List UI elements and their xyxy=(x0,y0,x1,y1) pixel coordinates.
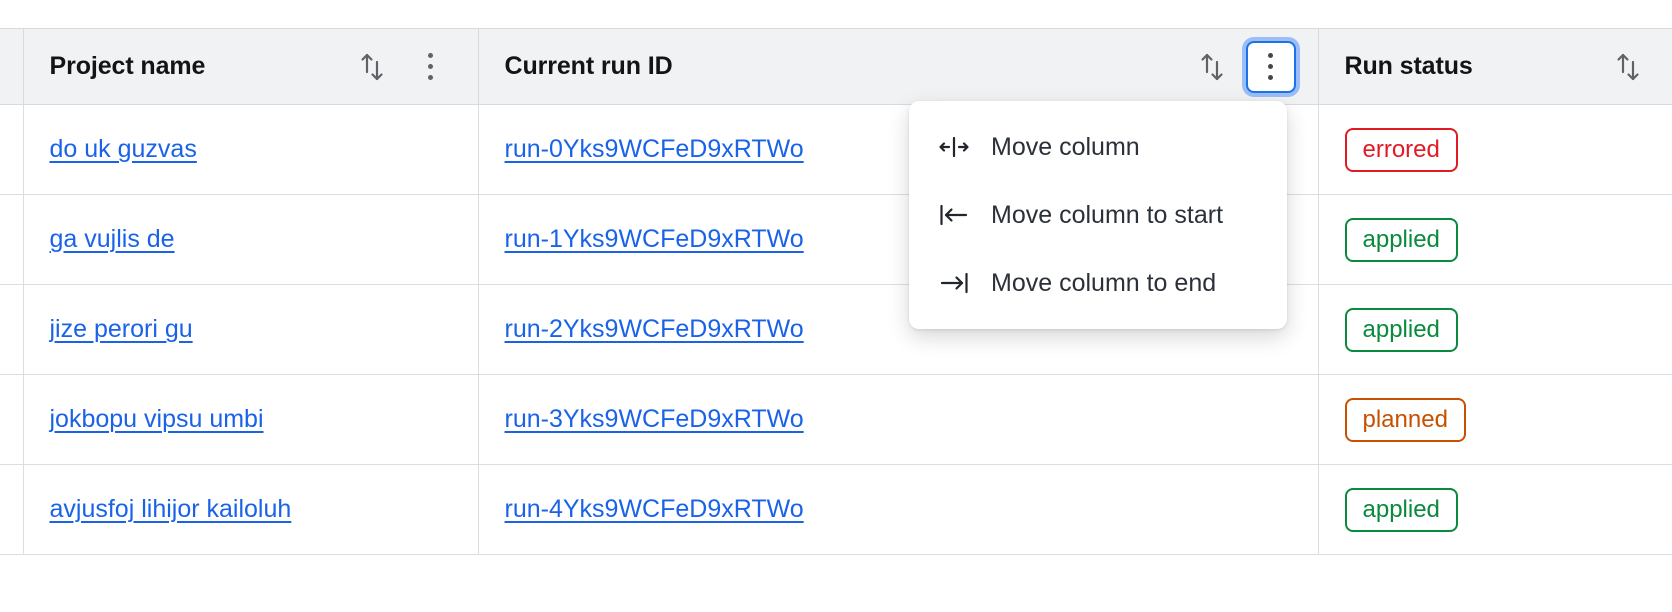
kebab-icon xyxy=(411,45,451,89)
status-badge: applied xyxy=(1344,487,1458,532)
table-row: do uk guzvas run-0Yks9WCFeD9xRTWo errore… xyxy=(0,104,1672,195)
status-badge: applied xyxy=(1344,217,1458,262)
cell-project-name: jokbopu vipsu umbi xyxy=(23,374,479,465)
cell-run-status: errored xyxy=(1318,104,1672,195)
sort-icon-run-status[interactable] xyxy=(1606,45,1650,89)
cell-run-status: applied xyxy=(1318,194,1672,285)
cell-project-name: ga vujlis de xyxy=(23,194,479,285)
project-name-link[interactable]: jize perori gu xyxy=(49,315,193,343)
project-name-link[interactable]: ga vujlis de xyxy=(49,225,175,253)
projects-table: Project name xyxy=(0,28,1672,555)
menu-item-move-column-to-start[interactable]: Move column to start xyxy=(909,181,1287,249)
menu-item-move-column[interactable]: Move column xyxy=(909,113,1287,181)
menu-item-label: Move column to start xyxy=(991,200,1224,229)
move-column-to-start-icon xyxy=(939,200,969,230)
cell-run-status: applied xyxy=(1318,284,1672,375)
column-header-label-run-status: Run status xyxy=(1344,52,1473,80)
status-badge: errored xyxy=(1344,127,1458,172)
column-menu-button-current-run-id[interactable] xyxy=(1245,40,1296,93)
run-id-link[interactable]: run-4Yks9WCFeD9xRTWo xyxy=(504,495,804,523)
column-header-checkbox xyxy=(0,28,24,105)
table-header: Project name xyxy=(0,28,1672,105)
cell-project-name: do uk guzvas xyxy=(23,104,479,195)
row-checkbox-cell[interactable] xyxy=(0,464,24,555)
table-body: do uk guzvas run-0Yks9WCFeD9xRTWo errore… xyxy=(0,104,1672,555)
menu-item-label: Move column xyxy=(991,132,1140,161)
cell-run-status: applied xyxy=(1318,464,1672,555)
sort-icon-current-run-id[interactable] xyxy=(1190,45,1234,89)
column-header-label-current-run-id: Current run ID xyxy=(504,52,673,80)
cell-run-status: planned xyxy=(1318,374,1672,465)
cell-project-name: jize perori gu xyxy=(23,284,479,375)
column-header-project-name: Project name xyxy=(23,28,479,105)
run-id-link[interactable]: run-0Yks9WCFeD9xRTWo xyxy=(504,135,804,163)
cell-current-run-id: run-3Yks9WCFeD9xRTWo xyxy=(478,374,1319,465)
move-column-icon xyxy=(939,132,969,162)
table-header-row: Project name xyxy=(0,28,1672,105)
project-name-link[interactable]: jokbopu vipsu umbi xyxy=(49,405,264,433)
run-id-link[interactable]: run-2Yks9WCFeD9xRTWo xyxy=(504,315,804,343)
kebab-icon xyxy=(1251,45,1291,89)
sort-icon-project-name[interactable] xyxy=(350,45,394,89)
move-column-to-end-icon xyxy=(939,268,969,298)
column-context-menu: Move column Move column to start Move co… xyxy=(909,101,1287,329)
row-checkbox-cell[interactable] xyxy=(0,104,24,195)
table-row: jize perori gu run-2Yks9WCFeD9xRTWo appl… xyxy=(0,284,1672,375)
project-name-link[interactable]: do uk guzvas xyxy=(49,135,197,163)
row-checkbox-cell[interactable] xyxy=(0,284,24,375)
row-checkbox-cell[interactable] xyxy=(0,194,24,285)
project-name-link[interactable]: avjusfoj lihijor kailoluh xyxy=(49,495,292,523)
column-header-current-run-id: Current run ID xyxy=(478,28,1319,105)
table-row: ga vujlis de run-1Yks9WCFeD9xRTWo applie… xyxy=(0,194,1672,285)
column-menu-button-project-name[interactable] xyxy=(406,41,456,93)
column-header-run-status: Run status xyxy=(1318,28,1672,105)
status-badge: planned xyxy=(1344,397,1466,442)
column-header-label-project-name: Project name xyxy=(49,52,206,80)
status-badge: applied xyxy=(1344,307,1458,352)
menu-item-label: Move column to end xyxy=(991,268,1217,297)
run-id-link[interactable]: run-1Yks9WCFeD9xRTWo xyxy=(504,225,804,253)
cell-current-run-id: run-4Yks9WCFeD9xRTWo xyxy=(478,464,1319,555)
row-checkbox-cell[interactable] xyxy=(0,374,24,465)
table-row: avjusfoj lihijor kailoluh run-4Yks9WCFeD… xyxy=(0,464,1672,555)
menu-item-move-column-to-end[interactable]: Move column to end xyxy=(909,249,1287,317)
table-row: jokbopu vipsu umbi run-3Yks9WCFeD9xRTWo … xyxy=(0,374,1672,465)
cell-project-name: avjusfoj lihijor kailoluh xyxy=(23,464,479,555)
run-id-link[interactable]: run-3Yks9WCFeD9xRTWo xyxy=(504,405,804,433)
